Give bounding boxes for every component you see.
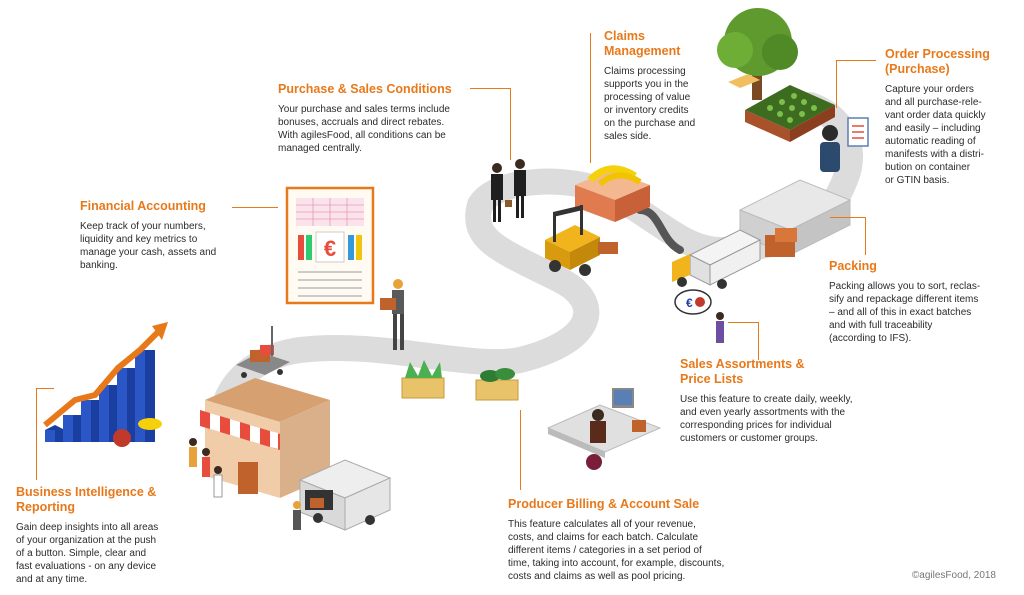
callout-packing: Packing Packing allows you to sort, recl… [829, 259, 1009, 345]
callout-body: This feature calculates all of your reve… [508, 519, 725, 582]
leader-bi [36, 388, 37, 480]
callout-title: Producer Billing & Account Sale [508, 497, 700, 511]
banana-crate-illustration [575, 165, 650, 222]
callout-title: Packing [829, 259, 877, 273]
callout-claims-management: Claims Management Claims processing supp… [604, 29, 719, 143]
warehouse-illustration [738, 179, 852, 257]
callout-body: Gain deep insights into all areas of you… [16, 522, 159, 585]
callout-title: Financial Accounting [80, 199, 206, 213]
leader-sales-assort-v [758, 322, 759, 360]
leader-order-h [836, 60, 876, 61]
callout-title: Purchase & Sales Conditions [278, 82, 452, 96]
callout-title: Claims Management [604, 29, 681, 58]
forklift-illustration [545, 205, 618, 276]
callout-title: Sales Assortments & Price Lists [680, 357, 805, 386]
shopping-cart-illustration [236, 326, 290, 378]
leader-packing-v [865, 217, 866, 255]
copyright-notice: ©agilesFood, 2018 [911, 570, 996, 581]
leader-producer [520, 410, 521, 490]
callout-title: Order Processing (Purchase) [885, 47, 990, 76]
field-crate-illustration [728, 74, 835, 142]
callout-producer-billing: Producer Billing & Account Sale This fea… [508, 497, 768, 583]
callout-purchase-sales-conditions: Purchase & Sales Conditions Your purchas… [278, 82, 478, 155]
callout-body: Packing allows you to sort, reclas- sify… [829, 281, 981, 344]
customers-illustration [189, 438, 223, 498]
conveyor-illustration [636, 206, 684, 254]
callout-body: Keep track of your numbers, liquidity an… [80, 221, 217, 271]
bubble-euro-symbol: € [686, 296, 693, 310]
callout-body: Capture your orders and all purchase-rel… [885, 84, 986, 186]
businessmen-illustration [491, 159, 526, 222]
bi-bar-chart-illustration [43, 322, 168, 447]
operator-illustration [820, 117, 869, 172]
callout-sales-assortments: Sales Assortments & Price Lists Use this… [680, 357, 880, 445]
euro-symbol: € [324, 236, 336, 261]
leader-bi-h [36, 388, 54, 389]
leader-order [836, 60, 837, 108]
callout-body: Your purchase and sales terms include bo… [278, 104, 450, 154]
office-desk-illustration [546, 388, 662, 470]
callout-business-intelligence: Business Intelligence & Reporting Gain d… [16, 485, 186, 586]
callout-title: Business Intelligence & Reporting [16, 485, 157, 514]
tree-illustration [717, 8, 798, 100]
callout-order-processing: Order Processing (Purchase) Capture your… [885, 47, 1010, 187]
callout-body: Claims processing supports you in the pr… [604, 66, 696, 142]
invoice-document-illustration: € [285, 186, 375, 305]
delivery-van-illustration [293, 459, 392, 531]
callout-body: Use this feature to create daily, weekly… [680, 394, 853, 444]
leader-sales-assort [728, 322, 758, 323]
leader-purchase-sales [470, 88, 510, 89]
leader-purchase-sales-v [510, 88, 511, 160]
truck-illustration [672, 229, 762, 289]
worker-with-box-illustration [380, 279, 404, 350]
vegetable-crates-illustration [401, 360, 519, 401]
leader-financial [232, 207, 278, 208]
leader-packing [830, 217, 865, 218]
price-bubble-illustration: € [674, 289, 724, 343]
callout-financial-accounting: Financial Accounting Keep track of your … [80, 199, 245, 272]
leader-claims [590, 33, 591, 163]
